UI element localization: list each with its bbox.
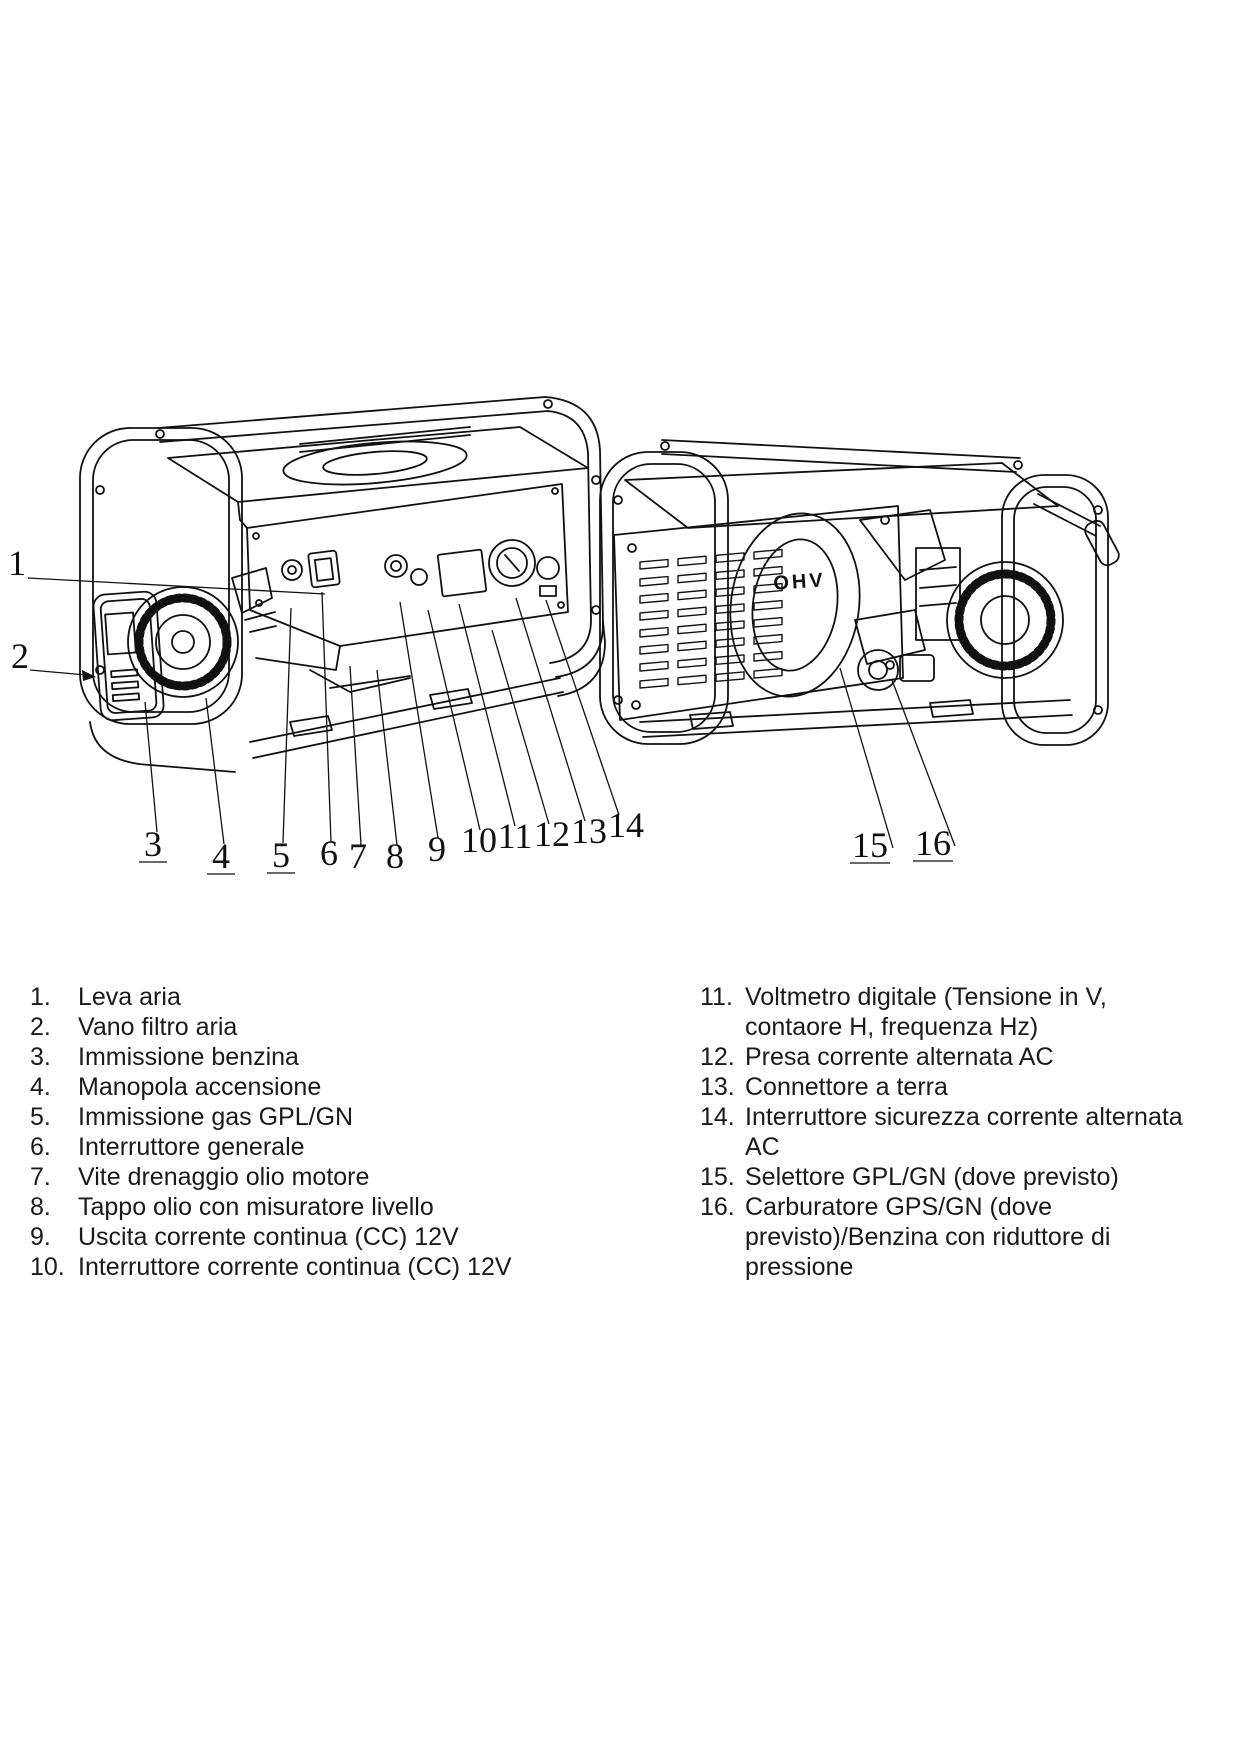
legend-line: Voltmetro digitale (Tensione in V, [745, 983, 1107, 1011]
legend-line: pressione [745, 1253, 854, 1281]
legend-item-11: 11. Voltmetro digitale (Tensione in V,co… [700, 982, 1235, 1042]
legend-text: Leva aria [78, 982, 640, 1012]
legend-line: Leva aria [78, 983, 181, 1011]
callout-6: 6 [320, 833, 338, 873]
legend-line: Tappo olio con misuratore livello [78, 1193, 434, 1221]
legend-line: Uscita corrente continua (CC) 12V [78, 1223, 459, 1251]
legend-line: Interruttore corrente continua (CC) 12V [78, 1253, 512, 1281]
legend-number: 8. [30, 1193, 51, 1221]
legend-number: 10. [30, 1253, 65, 1281]
callout-12: 12 [534, 814, 570, 854]
legend-number: 13. [700, 1073, 735, 1101]
callout-11: 11 [498, 816, 533, 856]
legend-item-1: 1. Leva aria [30, 982, 640, 1012]
engine-ohv-label: OHV [773, 569, 827, 595]
callout-13: 13 [571, 811, 607, 851]
legend-number: 5. [30, 1103, 51, 1131]
callout-1: 1 [8, 543, 26, 583]
callout-5: 5 [272, 835, 290, 875]
legend-number: 4. [30, 1073, 51, 1101]
callout-15: 15 [852, 825, 888, 865]
legend-column-left: 1. Leva aria 2. Vano filtro aria 3. Immi… [30, 982, 640, 1282]
legend-number: 16. [700, 1193, 735, 1221]
legend-item-4: 4. Manopola accensione [30, 1072, 640, 1102]
callout-9: 9 [428, 829, 446, 869]
legend-text: Manopola accensione [78, 1072, 640, 1102]
leader-lines-front [27, 577, 620, 875]
legend-number: 15. [700, 1163, 735, 1191]
legend-item-7: 7. Vite drenaggio olio motore [30, 1162, 640, 1192]
generator-front-drawing [79, 396, 606, 773]
generator-rear-drawing [599, 439, 1120, 746]
legend-item-14: 14. Interruttore sicurezza corrente alte… [700, 1102, 1235, 1162]
legend-item-12: 12. Presa corrente alternata AC [700, 1042, 1235, 1072]
legend-line: Vano filtro aria [78, 1013, 238, 1041]
legend-number: 3. [30, 1043, 51, 1071]
legend-text: Immissione benzina [78, 1042, 640, 1072]
legend-line: Selettore GPL/GN (dove previsto) [745, 1163, 1119, 1191]
legend-text: Interruttore sicurezza corrente alternat… [745, 1102, 1235, 1162]
legend-item-13: 13. Connettore a terra [700, 1072, 1235, 1102]
legend-line: Interruttore sicurezza corrente alternat… [745, 1103, 1183, 1131]
callout-4: 4 [212, 836, 230, 876]
legend-item-9: 9. Uscita corrente continua (CC) 12V [30, 1222, 640, 1252]
legend-number: 12. [700, 1043, 735, 1071]
callout-numbers-front: 1 2 3 4 5 6 7 8 9 10 11 12 13 14 [8, 543, 644, 876]
legend-text: Connettore a terra [745, 1072, 1235, 1102]
callout-numbers-rear: 15 16 OHV [773, 569, 951, 865]
legend-line: Vite drenaggio olio motore [78, 1163, 370, 1191]
legend-text: Interruttore corrente continua (CC) 12V [78, 1252, 640, 1282]
legend-text: Uscita corrente continua (CC) 12V [78, 1222, 640, 1252]
legend-text: Tappo olio con misuratore livello [78, 1192, 640, 1222]
legend-line: contaore H, frequenza Hz) [745, 1013, 1039, 1041]
callout-3: 3 [144, 824, 162, 864]
legend-line: Connettore a terra [745, 1073, 948, 1101]
legend-number: 9. [30, 1223, 51, 1251]
legend-text: Selettore GPL/GN (dove previsto) [745, 1162, 1235, 1192]
legend-number: 14. [700, 1103, 735, 1131]
legend-item-10: 10. Interruttore corrente continua (CC) … [30, 1252, 640, 1282]
legend-text: Vano filtro aria [78, 1012, 640, 1042]
legend-line: Immissione gas GPL/GN [78, 1103, 354, 1131]
legend-item-8: 8. Tappo olio con misuratore livello [30, 1192, 640, 1222]
callout-10: 10 [461, 820, 497, 860]
legend-line: Carburatore GPS/GN (dove [745, 1193, 1053, 1221]
legend-number: 7. [30, 1163, 51, 1191]
legend-text: Presa corrente alternata AC [745, 1042, 1235, 1072]
legend-column-right: 11. Voltmetro digitale (Tensione in V,co… [700, 982, 1235, 1282]
legend-text: Interruttore generale [78, 1132, 640, 1162]
callout-14: 14 [608, 805, 644, 845]
legend-line: Presa corrente alternata AC [745, 1043, 1054, 1071]
legend-item-5: 5. Immissione gas GPL/GN [30, 1102, 640, 1132]
legend-line: Immissione benzina [78, 1043, 299, 1071]
legend-line: Interruttore generale [78, 1133, 305, 1161]
callout-7: 7 [349, 836, 367, 876]
callout-16: 16 [915, 823, 951, 863]
legend-number: 1. [30, 983, 51, 1011]
leader-lines-rear [839, 667, 956, 864]
legend-item-2: 2. Vano filtro aria [30, 1012, 640, 1042]
legend-line: previsto)/Benzina con riduttore di [745, 1223, 1111, 1251]
legend-line: Manopola accensione [78, 1073, 322, 1101]
legend-number: 11. [700, 983, 733, 1011]
legend-text: Voltmetro digitale (Tensione in V,contao… [745, 982, 1235, 1042]
legend-number: 6. [30, 1133, 51, 1161]
generator-figures: 1 2 3 4 5 6 7 8 9 10 11 12 13 14 [8, 396, 1120, 876]
legend-number: 2. [30, 1013, 51, 1041]
callout-2: 2 [11, 636, 29, 676]
callout-8: 8 [386, 836, 404, 876]
legend-text: Immissione gas GPL/GN [78, 1102, 640, 1132]
legend-line: AC [745, 1133, 780, 1161]
legend-item-15: 15. Selettore GPL/GN (dove previsto) [700, 1162, 1235, 1192]
legend-item-6: 6. Interruttore generale [30, 1132, 640, 1162]
legend-text: Vite drenaggio olio motore [78, 1162, 640, 1192]
legend-item-3: 3. Immissione benzina [30, 1042, 640, 1072]
